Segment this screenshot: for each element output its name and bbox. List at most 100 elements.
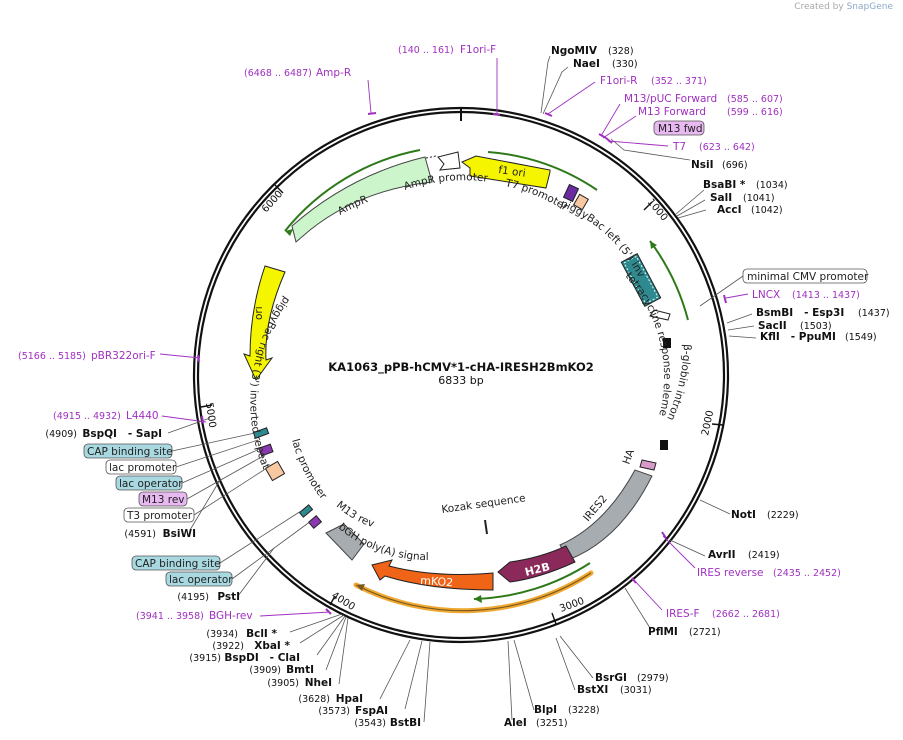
svg-text:M13 rev: M13 rev: [142, 494, 185, 506]
feature-tre[interactable]: [620, 253, 662, 307]
svg-text:(696): (696): [722, 160, 748, 171]
box-cap-binding-2[interactable]: CAP binding site: [131, 555, 221, 571]
svg-text:(6468 .. 6487): (6468 .. 6487): [244, 68, 312, 79]
site-psti[interactable]: (4195) PstI: [177, 591, 240, 603]
feature-peach-top: [572, 193, 590, 211]
primer-amp-r[interactable]: (6468 .. 6487)Amp-R: [244, 67, 351, 79]
plasmid-title: KA1063_pPB-hCMV*1-cHA-IRESH2BmKO2: [328, 360, 593, 375]
site-alei[interactable]: AleI(3251): [504, 717, 568, 729]
site-naei[interactable]: NaeI(330): [573, 58, 638, 70]
primer-lncx[interactable]: LNCX (1413 .. 1437): [752, 289, 860, 301]
svg-text:M13 Forward: M13 Forward: [638, 106, 706, 118]
primer-bgh-rev[interactable]: (3941 .. 3958)BGH-rev: [136, 610, 253, 622]
svg-text:(623 .. 642): (623 .. 642): [699, 142, 755, 153]
svg-text:LNCX: LNCX: [752, 289, 780, 301]
site-bstxi[interactable]: BstXI(3031): [577, 684, 652, 696]
svg-text:(1503): (1503): [800, 321, 832, 332]
ruler-ticks: 1000 2000 3000 4000 5000 6000: [200, 184, 724, 625]
site-bstbi[interactable]: (3543) BstBI: [354, 717, 421, 729]
svg-text:BlpI: BlpI: [534, 704, 557, 716]
feature-bgh[interactable]: [325, 523, 365, 561]
box-m13fwd[interactable]: M13 fwd: [653, 120, 705, 136]
site-fspai[interactable]: (3573)FspAI: [318, 705, 388, 717]
site-bspqi[interactable]: (4909)BspQI - SapI: [45, 428, 162, 440]
site-nsii[interactable]: NsiI (696): [691, 159, 748, 171]
arc-ampr-head: [285, 229, 293, 236]
site-bsiwi[interactable]: (4591)BsiWI: [124, 528, 196, 540]
site-acci[interactable]: AccI(1042): [717, 204, 783, 216]
label-h2b: H2B: [524, 560, 552, 579]
site-pflmi[interactable]: PflMI(2721): [648, 626, 721, 638]
box-cap-binding-1[interactable]: CAP binding site: [83, 443, 173, 459]
box-lac-operator-1[interactable]: lac operator: [115, 475, 183, 491]
box-m13rev[interactable]: M13 rev: [138, 491, 188, 507]
primer-t7[interactable]: T7 (623 .. 642): [672, 141, 755, 153]
site-hpai[interactable]: (3628) HpaI: [298, 693, 363, 705]
primer-m13-forward[interactable]: M13 Forward(599 .. 616): [638, 106, 783, 118]
primer-f1ori-f[interactable]: (140 .. 161)F1ori-F: [398, 44, 496, 56]
feature-cmv-min: [649, 309, 671, 321]
site-bmti[interactable]: (3909)BmtI: [249, 664, 314, 676]
box-t3-promoter[interactable]: T3 promoter: [123, 507, 195, 523]
svg-text:(3628): (3628): [298, 694, 330, 705]
svg-text:NaeI: NaeI: [573, 58, 600, 70]
site-kfli[interactable]: KflI - PpuMI(1549): [760, 331, 877, 343]
svg-text:(1034): (1034): [756, 180, 788, 191]
site-noti[interactable]: NotI(2229): [731, 509, 799, 521]
svg-text:(1413 .. 1437): (1413 .. 1437): [792, 290, 860, 301]
primer-f1ori-r[interactable]: F1ori-R(352 .. 371): [600, 75, 707, 87]
svg-text:(4915 .. 4932): (4915 .. 4932): [53, 411, 121, 422]
site-bsrgi[interactable]: BsrGI(2979): [595, 672, 669, 684]
primer-pbr322ori-f[interactable]: (5166 .. 5185)pBR322ori-F: [18, 350, 156, 362]
svg-text:(1042): (1042): [751, 205, 783, 216]
svg-text:(4195): (4195): [177, 592, 209, 603]
svg-text:BspQI - SapI: BspQI - SapI: [82, 428, 162, 440]
site-bspdi[interactable]: (3915)BspDI - ClaI: [189, 652, 300, 664]
box-lac-promoter[interactable]: lac promoter: [105, 459, 177, 475]
site-bsmbi[interactable]: BsmBI - Esp3I(1437): [756, 307, 890, 319]
box-leaders-left: [171, 432, 312, 580]
primer-m13puc-forward[interactable]: M13/pUC Forward(585 .. 607): [624, 93, 783, 105]
site-avrii[interactable]: AvrII(2419): [708, 549, 780, 561]
svg-text:(585 .. 607): (585 .. 607): [727, 94, 783, 105]
feature-ha[interactable]: [639, 459, 657, 471]
label-f1ori: f1 ori: [498, 164, 527, 180]
svg-text:T7: T7: [672, 141, 686, 153]
feature-f1ori[interactable]: [461, 155, 551, 189]
svg-text:BsaBI *: BsaBI *: [703, 179, 746, 191]
feature-black1: [663, 338, 671, 348]
primer-l4440[interactable]: (4915 .. 4932)L4440: [53, 410, 159, 422]
site-sali[interactable]: SalI(1041): [710, 192, 775, 204]
svg-text:HpaI: HpaI: [336, 693, 363, 705]
svg-text:(2662 .. 2681): (2662 .. 2681): [712, 609, 780, 620]
site-xbai[interactable]: (3922)XbaI *: [212, 640, 290, 652]
primer-ires-f[interactable]: IRES-F(2662 .. 2681): [666, 608, 780, 620]
feature-h2b[interactable]: [497, 545, 576, 583]
feature-ires2[interactable]: [559, 469, 653, 561]
box-minimal-cmv[interactable]: minimal CMV promoter: [742, 268, 869, 284]
svg-text:(1437): (1437): [858, 308, 890, 319]
site-sacii[interactable]: SacII(1503): [758, 320, 832, 332]
site-bsabi[interactable]: BsaBI * (1034): [703, 179, 788, 191]
primer-ires-reverse[interactable]: IRES reverse(2435 .. 2452): [697, 567, 841, 579]
site-nhei[interactable]: (3905)NheI: [267, 677, 332, 689]
svg-text:XbaI *: XbaI *: [254, 640, 290, 652]
feature-amprpromoter[interactable]: [437, 151, 461, 171]
watermark-prefix: Created by: [794, 2, 844, 12]
svg-text:(3543): (3543): [354, 718, 386, 729]
site-ngomiv[interactable]: NgoMIV(328): [551, 45, 634, 57]
svg-text:PstI: PstI: [217, 591, 240, 603]
arc-ampr: [284, 149, 421, 232]
site-blpi[interactable]: BlpI(3228): [534, 704, 600, 716]
feature-ori[interactable]: [243, 265, 286, 381]
svg-text:NsiI: NsiI: [691, 159, 714, 171]
svg-text:(2229): (2229): [767, 510, 799, 521]
svg-text:(3941 .. 3958): (3941 .. 3958): [136, 611, 204, 622]
amprprom-dots: [425, 155, 437, 159]
box-lac-operator-2[interactable]: lac operator: [165, 571, 233, 587]
site-bcli[interactable]: (3934)BclI *: [206, 628, 277, 640]
svg-text:BstBI: BstBI: [390, 717, 421, 729]
feature-ampr[interactable]: [291, 156, 433, 243]
feature-mko2[interactable]: [371, 559, 494, 591]
